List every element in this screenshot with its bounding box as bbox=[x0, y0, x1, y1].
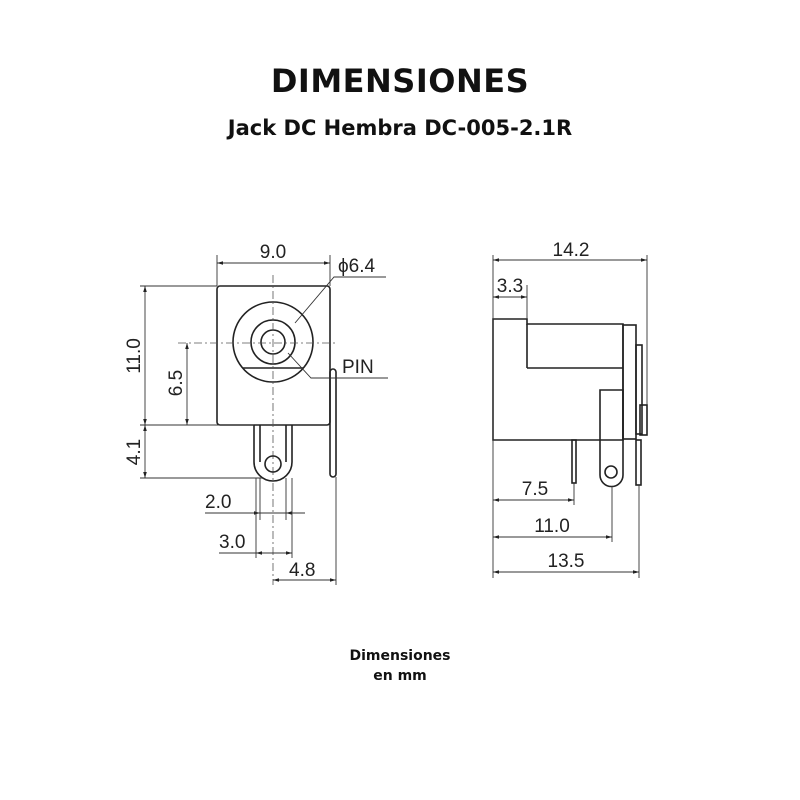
bottom-lug bbox=[253, 425, 293, 482]
side-lug-hole bbox=[604, 465, 618, 479]
pin-label: PIN bbox=[342, 357, 374, 378]
page-subtitle: Jack DC Hembra DC-005-2.1R bbox=[227, 116, 573, 140]
units-note-line2: en mm bbox=[373, 668, 427, 684]
side-pin-1 bbox=[571, 439, 577, 484]
dim-pin1-offset: 7.5 bbox=[522, 479, 548, 500]
dim-lug-height: 4.1 bbox=[124, 439, 145, 465]
side-lug bbox=[599, 389, 624, 488]
dim-width: 9.0 bbox=[260, 242, 286, 263]
jack-body-side bbox=[492, 318, 624, 441]
dim-total-length: 14.2 bbox=[553, 240, 590, 261]
page-title: DIMENSIONES bbox=[270, 62, 530, 100]
dim-pin3-offset: 13.5 bbox=[548, 551, 585, 572]
front-view: 9.0 ϕ6.4 PIN 11.0 6.5 4.1 2.0 3.0 bbox=[124, 242, 388, 585]
dim-diameter: ϕ6.4 bbox=[338, 256, 375, 277]
side-pin-3 bbox=[635, 439, 642, 486]
side-pin bbox=[329, 368, 337, 478]
dim-height: 11.0 bbox=[124, 338, 145, 374]
lug-hole bbox=[264, 455, 282, 473]
dim-lug-inner-width: 2.0 bbox=[205, 492, 231, 513]
dim-step-length: 3.3 bbox=[497, 276, 523, 297]
units-note-line1: Dimensiones bbox=[349, 648, 451, 664]
dim-pin2-offset: 11.0 bbox=[534, 516, 570, 537]
dim-lug-outer-width: 3.0 bbox=[219, 532, 245, 553]
front-flange bbox=[622, 324, 637, 440]
jack-body-front bbox=[216, 285, 331, 426]
dim-pin-offset: 4.8 bbox=[289, 560, 315, 581]
units-note: Dimensiones en mm bbox=[0, 646, 800, 686]
side-view: 14.2 3.3 7.5 11.0 13.5 bbox=[492, 240, 648, 578]
dim-center-height: 6.5 bbox=[166, 370, 187, 396]
